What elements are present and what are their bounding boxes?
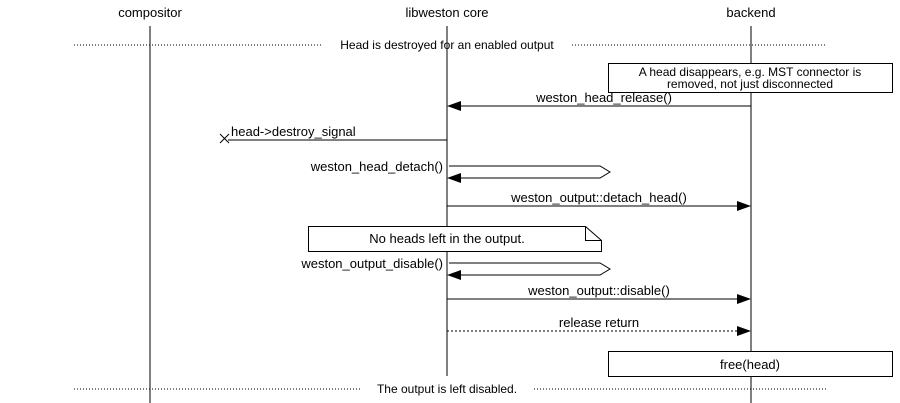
participant-label-libweston-core: libweston core	[405, 5, 488, 20]
lost-message-x-icon	[219, 133, 230, 144]
note-head-disappears-line2: removed, not just disconnected	[667, 77, 833, 91]
message-label-weston-output-disable: weston_output_disable()	[300, 256, 443, 271]
arrow-head-weston-output-detach-head	[737, 201, 751, 211]
message-weston-head-detach: weston_head_detach()	[310, 159, 611, 183]
arrow-head-weston-head-release	[447, 101, 461, 111]
note-no-heads-left-box	[308, 226, 602, 252]
participant-libweston-core[interactable]: libweston core	[405, 5, 489, 376]
message-weston-head-release: weston_head_release()	[447, 90, 751, 111]
message-label-weston-head-detach: weston_head_detach()	[310, 159, 443, 174]
message-label-weston-output-detach-head: weston_output::detach_head()	[510, 190, 687, 205]
arrow-head-release-return	[737, 326, 751, 336]
participant-compositor[interactable]: compositor	[118, 5, 182, 403]
participant-label-compositor: compositor	[118, 5, 182, 20]
message-label-weston-output-disable-call: weston_output::disable()	[527, 283, 670, 298]
message-weston-output-disable-call: weston_output::disable()	[447, 283, 751, 304]
note-no-heads-left-label: No heads left in the output.	[369, 231, 524, 246]
divider-head-destroyed: Head is destroyed for an enabled output	[74, 38, 826, 52]
note-head-disappears: A head disappears, e.g. MST connector is…	[608, 63, 893, 93]
self-loop-weston-head-detach	[449, 165, 611, 179]
note-head-disappears-line1: A head disappears, e.g. MST connector is	[639, 65, 862, 79]
participant-label-backend: backend	[726, 5, 775, 20]
divider-top-label: Head is destroyed for an enabled output	[340, 38, 554, 52]
message-release-return: release return	[447, 315, 751, 336]
note-head-disappears-box	[608, 63, 893, 93]
message-head-destroy-signal: head->destroy_signal	[219, 124, 447, 144]
note-no-heads-left-fold	[585, 226, 602, 241]
arrow-head-weston-head-detach	[447, 173, 461, 183]
divider-bottom-label: The output is left disabled.	[377, 382, 517, 396]
message-label-release-return: release return	[559, 315, 639, 330]
message-weston-output-disable: weston_output_disable()	[300, 256, 611, 280]
note-no-heads-left: No heads left in the output.	[308, 226, 602, 252]
self-loop-weston-output-disable	[449, 262, 611, 276]
message-label-weston-head-release: weston_head_release()	[535, 90, 672, 105]
arrow-head-weston-output-disable-call	[737, 294, 751, 304]
message-label-head-destroy-signal: head->destroy_signal	[231, 124, 356, 139]
message-weston-output-detach-head: weston_output::detach_head()	[447, 190, 751, 211]
box-free-head: free(head)	[608, 351, 893, 377]
box-free-head-rect	[608, 351, 893, 377]
box-free-head-label: free(head)	[720, 357, 780, 372]
arrow-head-weston-output-disable	[447, 270, 461, 280]
divider-output-left-disabled: The output is left disabled.	[74, 382, 826, 396]
